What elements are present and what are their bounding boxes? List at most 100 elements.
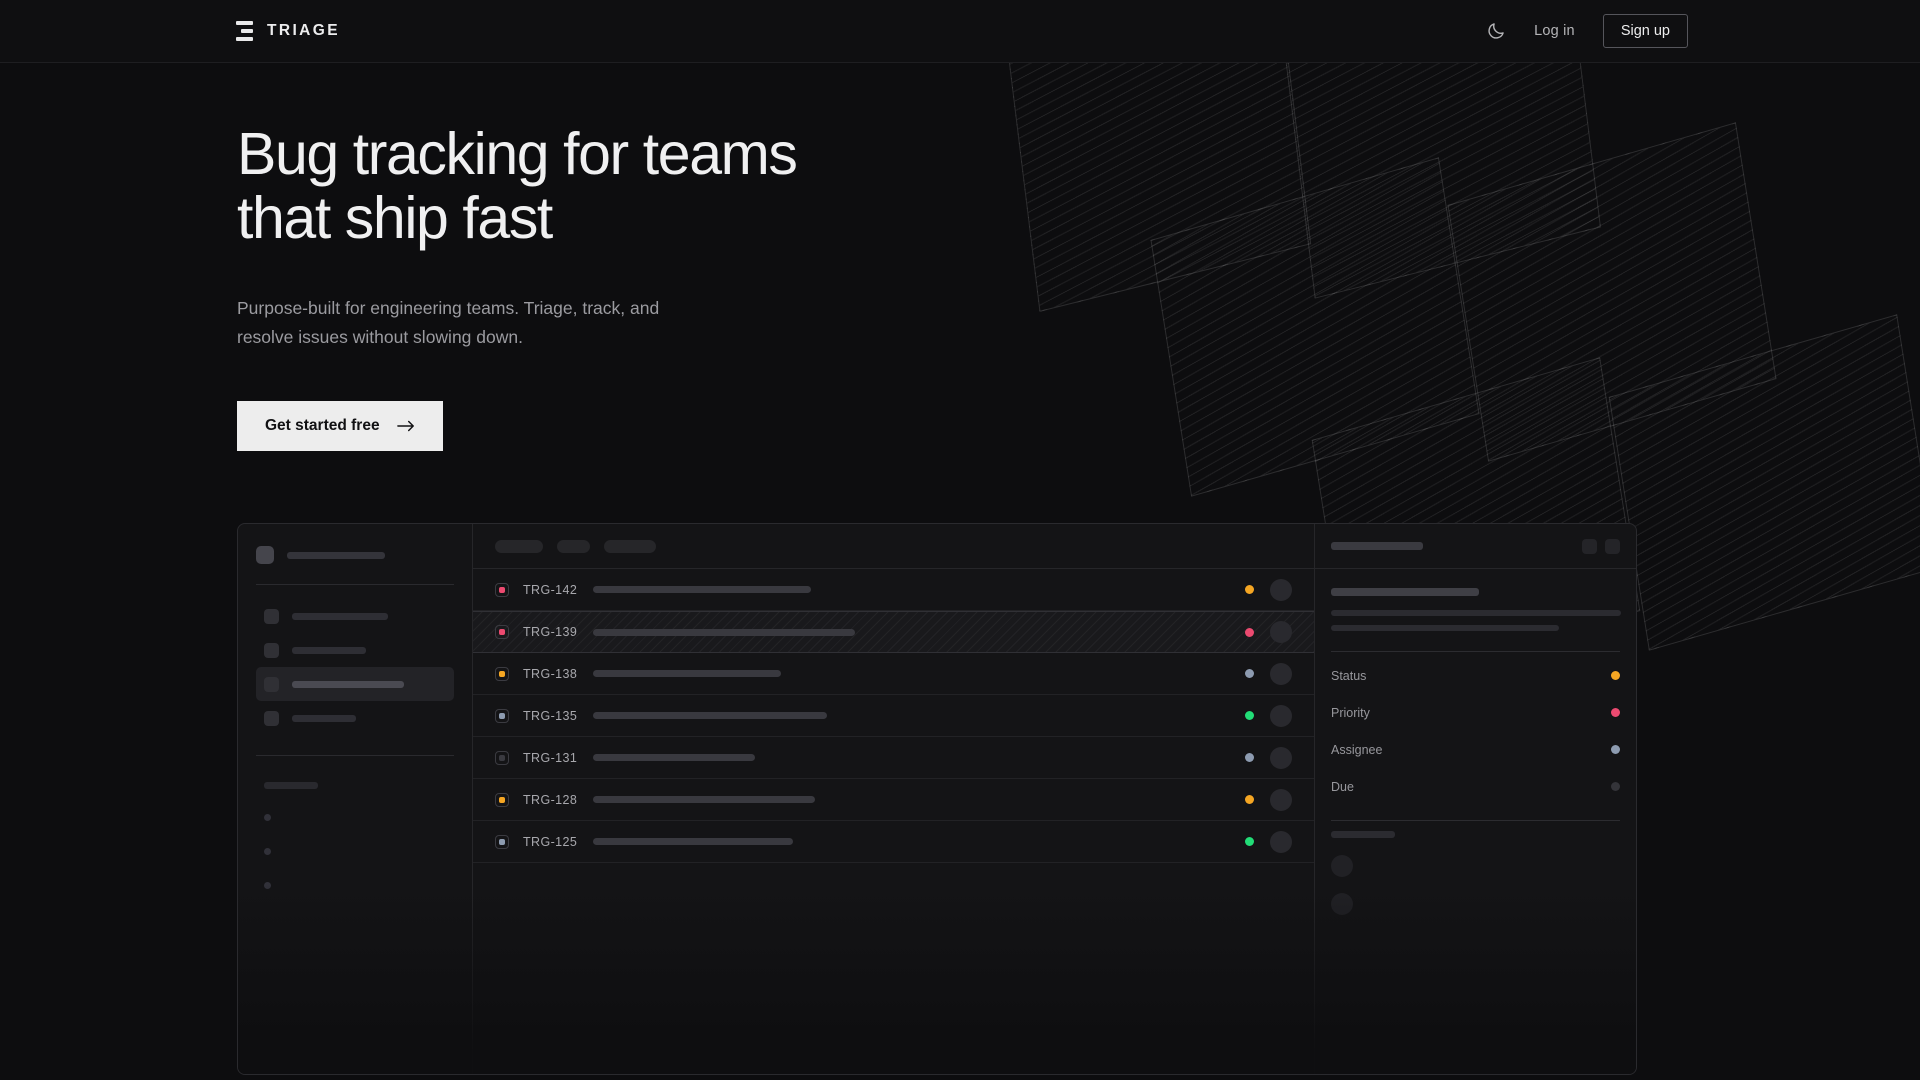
priority-icon[interactable] <box>495 750 509 765</box>
activity-avatar-2[interactable] <box>1331 885 1620 923</box>
avatar[interactable] <box>1270 788 1292 811</box>
navbar-actions: Log in Sign up <box>1486 14 1688 48</box>
issue-title-placeholder <box>593 796 815 803</box>
priority-icon[interactable] <box>495 666 509 681</box>
detail-meta-due[interactable]: Due <box>1331 771 1620 802</box>
table-row[interactable]: TRG-135 <box>473 695 1314 737</box>
issue-id: TRG-142 <box>523 582 578 597</box>
signup-button[interactable]: Sign up <box>1602 14 1688 48</box>
detail-meta-value-dot <box>1611 708 1620 717</box>
activity-avatar-1[interactable] <box>1331 847 1620 885</box>
sidebar-item-nav-item-3[interactable] <box>256 667 454 701</box>
status-badge[interactable] <box>1245 837 1254 846</box>
table-row[interactable]: TRG-139 <box>473 611 1314 653</box>
sidebar-divider-bottom <box>256 755 454 756</box>
deco-slab-1 <box>1008 63 1312 312</box>
list-filter-toolbar <box>473 524 1314 569</box>
detail-header-actions <box>1582 538 1620 554</box>
issue-title-placeholder <box>593 838 793 845</box>
deco-slab-2 <box>1284 63 1601 299</box>
detail-meta-status[interactable]: Status <box>1331 660 1620 691</box>
detail-meta-label: Assignee <box>1331 742 1383 757</box>
detail-meta-label: Priority <box>1331 705 1370 720</box>
filter-chip-3[interactable] <box>604 539 656 553</box>
sidebar-sub-icon <box>264 881 271 889</box>
issue-title-placeholder <box>593 754 755 761</box>
sidebar-item-icon <box>264 608 279 624</box>
status-badge[interactable] <box>1245 669 1254 678</box>
detail-meta-assignee[interactable]: Assignee <box>1331 734 1620 765</box>
detail-title-placeholder <box>1331 542 1423 550</box>
detail-divider-2 <box>1331 820 1620 821</box>
detail-meta-value-dot <box>1611 782 1620 791</box>
status-badge[interactable] <box>1245 753 1254 762</box>
priority-icon[interactable] <box>495 625 509 639</box>
detail-action-2[interactable] <box>1605 538 1620 554</box>
workspace-switcher[interactable] <box>256 542 454 564</box>
get-started-button[interactable]: Get started free <box>237 401 443 452</box>
sidebar-item-icon <box>264 642 279 658</box>
login-link[interactable]: Log in <box>1534 23 1575 39</box>
priority-icon[interactable] <box>495 792 509 807</box>
status-badge[interactable] <box>1245 711 1254 720</box>
brand-logo[interactable]: TRIAGE <box>236 21 340 41</box>
sidebar-item-label <box>292 646 366 654</box>
status-badge[interactable] <box>1245 585 1254 594</box>
detail-description-line <box>1331 625 1559 631</box>
table-row[interactable]: TRG-138 <box>473 653 1314 695</box>
sidebar-sub-nav <box>256 800 454 902</box>
sidebar-item-label <box>292 714 356 722</box>
issue-id: TRG-135 <box>523 708 578 723</box>
top-navbar: TRIAGE Log in Sign up <box>0 0 1920 63</box>
sidebar-item-icon <box>264 676 279 692</box>
avatar[interactable] <box>1270 578 1292 601</box>
table-row[interactable]: TRG-142 <box>473 569 1314 611</box>
detail-meta-label: Status <box>1331 668 1367 683</box>
filter-chip-1[interactable] <box>495 539 543 553</box>
avatar <box>1331 855 1353 877</box>
sidebar-sub-icon <box>264 813 271 821</box>
detail-action-1[interactable] <box>1582 538 1597 554</box>
sidebar-sub-icon <box>264 847 271 855</box>
issue-title-placeholder <box>593 670 781 677</box>
moon-icon[interactable] <box>1486 21 1506 41</box>
table-row[interactable]: TRG-131 <box>473 737 1314 779</box>
priority-icon[interactable] <box>495 834 509 849</box>
sidebar-sub-item-2[interactable] <box>256 834 454 868</box>
detail-meta-priority[interactable]: Priority <box>1331 697 1620 728</box>
sidebar-sub-item-3[interactable] <box>256 868 454 902</box>
brand-name: TRIAGE <box>267 22 340 39</box>
sidebar-nav <box>256 599 454 735</box>
issue-id: TRG-128 <box>523 792 578 807</box>
hero-copy: Bug tracking for teams that ship fast Pu… <box>237 122 798 452</box>
sidebar-item-nav-item-1[interactable] <box>256 599 454 633</box>
activity-label <box>1331 821 1620 847</box>
status-badge[interactable] <box>1245 627 1254 637</box>
sidebar-item-nav-item-4[interactable] <box>256 701 454 735</box>
avatar[interactable] <box>1270 621 1292 643</box>
table-row[interactable]: TRG-125 <box>473 821 1314 863</box>
avatar[interactable] <box>1270 662 1292 685</box>
sidebar-section-label <box>256 770 454 800</box>
table-row[interactable]: TRG-128 <box>473 779 1314 821</box>
triage-logo-icon <box>236 21 253 41</box>
priority-icon[interactable] <box>495 708 509 723</box>
avatar[interactable] <box>1270 830 1292 853</box>
deco-slab-3 <box>1150 157 1480 497</box>
arrow-right-icon <box>396 420 414 432</box>
sidebar-sub-item-1[interactable] <box>256 800 454 834</box>
avatar[interactable] <box>1270 746 1292 769</box>
filter-chip-2[interactable] <box>557 539 590 553</box>
priority-icon[interactable] <box>495 582 509 597</box>
issue-id: TRG-139 <box>523 625 578 639</box>
avatar[interactable] <box>1270 704 1292 727</box>
sidebar-item-nav-item-2[interactable] <box>256 633 454 667</box>
detail-meta-value-dot <box>1611 671 1620 680</box>
issue-id: TRG-138 <box>523 666 578 681</box>
status-badge[interactable] <box>1245 795 1254 804</box>
mock-sidebar <box>238 524 473 1074</box>
